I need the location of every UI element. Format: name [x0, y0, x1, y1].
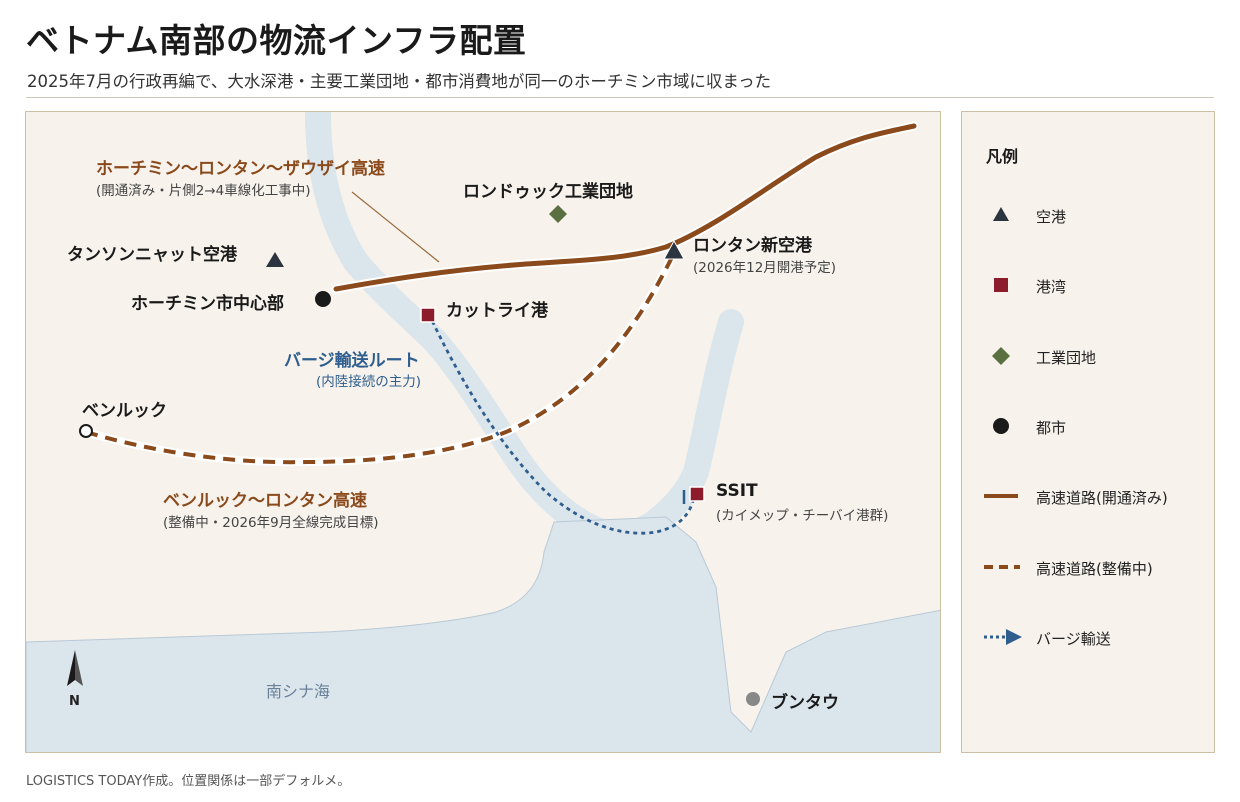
- legend-label-barge: バージ輸送: [1036, 630, 1111, 648]
- place-label-ssit: SSIT: [716, 481, 758, 501]
- locan-industrial-marker: [549, 205, 567, 223]
- highway-solid-line-icon: [984, 494, 1018, 498]
- map-canvas: [26, 112, 940, 752]
- airport-triangle-icon: [993, 207, 1009, 221]
- legend-item-industrial: 工業団地: [962, 344, 1216, 368]
- legend-label-airport: 空港: [1036, 208, 1067, 226]
- place-note-ssit: (カイメップ・チーバイ港群): [716, 508, 889, 524]
- place-note-longthanh: (2026年12月開港予定): [693, 260, 837, 276]
- north-arrow-icon: [67, 650, 75, 686]
- legend-label-highway-open: 高速道路(開通済み): [1036, 489, 1168, 507]
- route-note-barge: (内陸接続の主力): [316, 374, 422, 390]
- place-label-longthanh: ロンタン新空港: [693, 236, 812, 256]
- city-circle-icon: [993, 418, 1009, 434]
- vungtau-city-marker: [746, 692, 760, 706]
- barge-arrow-icon: [984, 629, 1022, 645]
- highway-dashed-line-icon: [984, 565, 1020, 569]
- page-title: ベトナム南部の物流インフラ配置: [26, 21, 527, 60]
- port-square-icon: [994, 278, 1008, 292]
- ssit-port-marker: [689, 486, 705, 502]
- legend-item-highway-construction: 高速道路(整備中): [962, 555, 1216, 579]
- legend-item-port: 港湾: [962, 273, 1216, 297]
- place-label-benluc: ベンルック: [82, 401, 167, 421]
- benluc-city-marker: [79, 424, 93, 438]
- sea-label: 南シナ海: [266, 682, 331, 701]
- legend-label-highway-construction: 高速道路(整備中): [1036, 560, 1153, 578]
- map-panel: ホーチミン〜ロンタン〜ザウザイ高速 (開通済み・片側2→4車線化工事中) ロンド…: [25, 111, 941, 753]
- route-leader-line: [351, 191, 440, 263]
- legend-label-port: 港湾: [1036, 278, 1067, 296]
- industrial-diamond-icon: [992, 347, 1010, 365]
- page-subtitle: 2025年7月の行政再編で、大水深港・主要工業団地・都市消費地が同一のホーチミン…: [27, 72, 772, 91]
- route-label-barge: バージ輸送ルート: [284, 351, 420, 371]
- legend-title: 凡例: [986, 147, 1019, 166]
- tansonnhat-airport-marker: [266, 252, 284, 267]
- legend-panel: 凡例 空港 港湾 工業団地 都市 高速道路(開通済み) 高速道路(整備: [961, 111, 1215, 753]
- footer-note: LOGISTICS TODAY作成。位置関係は一部デフォルメ。: [26, 774, 351, 789]
- place-label-hcmc: ホーチミン市中心部: [131, 294, 284, 314]
- route-label-hcm-longthanh-dauday: ホーチミン〜ロンタン〜ザウザイ高速: [96, 159, 385, 179]
- place-label-catlai: カットライ港: [446, 301, 548, 321]
- legend-item-city: 都市: [962, 414, 1216, 438]
- legend-item-barge: バージ輸送: [962, 625, 1216, 649]
- hcmc-city-marker: [315, 291, 331, 307]
- header-divider: [26, 97, 1214, 98]
- route-note-benluc-longthanh: (整備中・2026年9月全線完成目標): [163, 515, 379, 531]
- longthanh-airport-marker: [663, 239, 685, 260]
- sea-area: [26, 516, 940, 752]
- legend-label-industrial: 工業団地: [1036, 349, 1097, 367]
- legend-label-city: 都市: [1036, 419, 1067, 437]
- route-note-hcm-longthanh-dauday: (開通済み・片側2→4車線化工事中): [96, 183, 311, 199]
- highway-benluc-longthanh: [85, 248, 678, 465]
- place-label-vungtau: ブンタウ: [771, 693, 839, 713]
- place-label-locan: ロンドゥック工業団地: [463, 182, 633, 202]
- legend-item-highway-open: 高速道路(開通済み): [962, 484, 1216, 508]
- north-label: N: [69, 694, 80, 709]
- highway-hcm-longthanh-dauday: [333, 123, 917, 292]
- legend-item-airport: 空港: [962, 203, 1216, 227]
- catlai-port-marker: [420, 307, 436, 323]
- place-label-tansonnhat: タンソンニャット空港: [67, 245, 237, 265]
- route-label-benluc-longthanh: ベンルック〜ロンタン高速: [163, 491, 367, 511]
- barge-route: [427, 313, 696, 535]
- river: [305, 112, 744, 545]
